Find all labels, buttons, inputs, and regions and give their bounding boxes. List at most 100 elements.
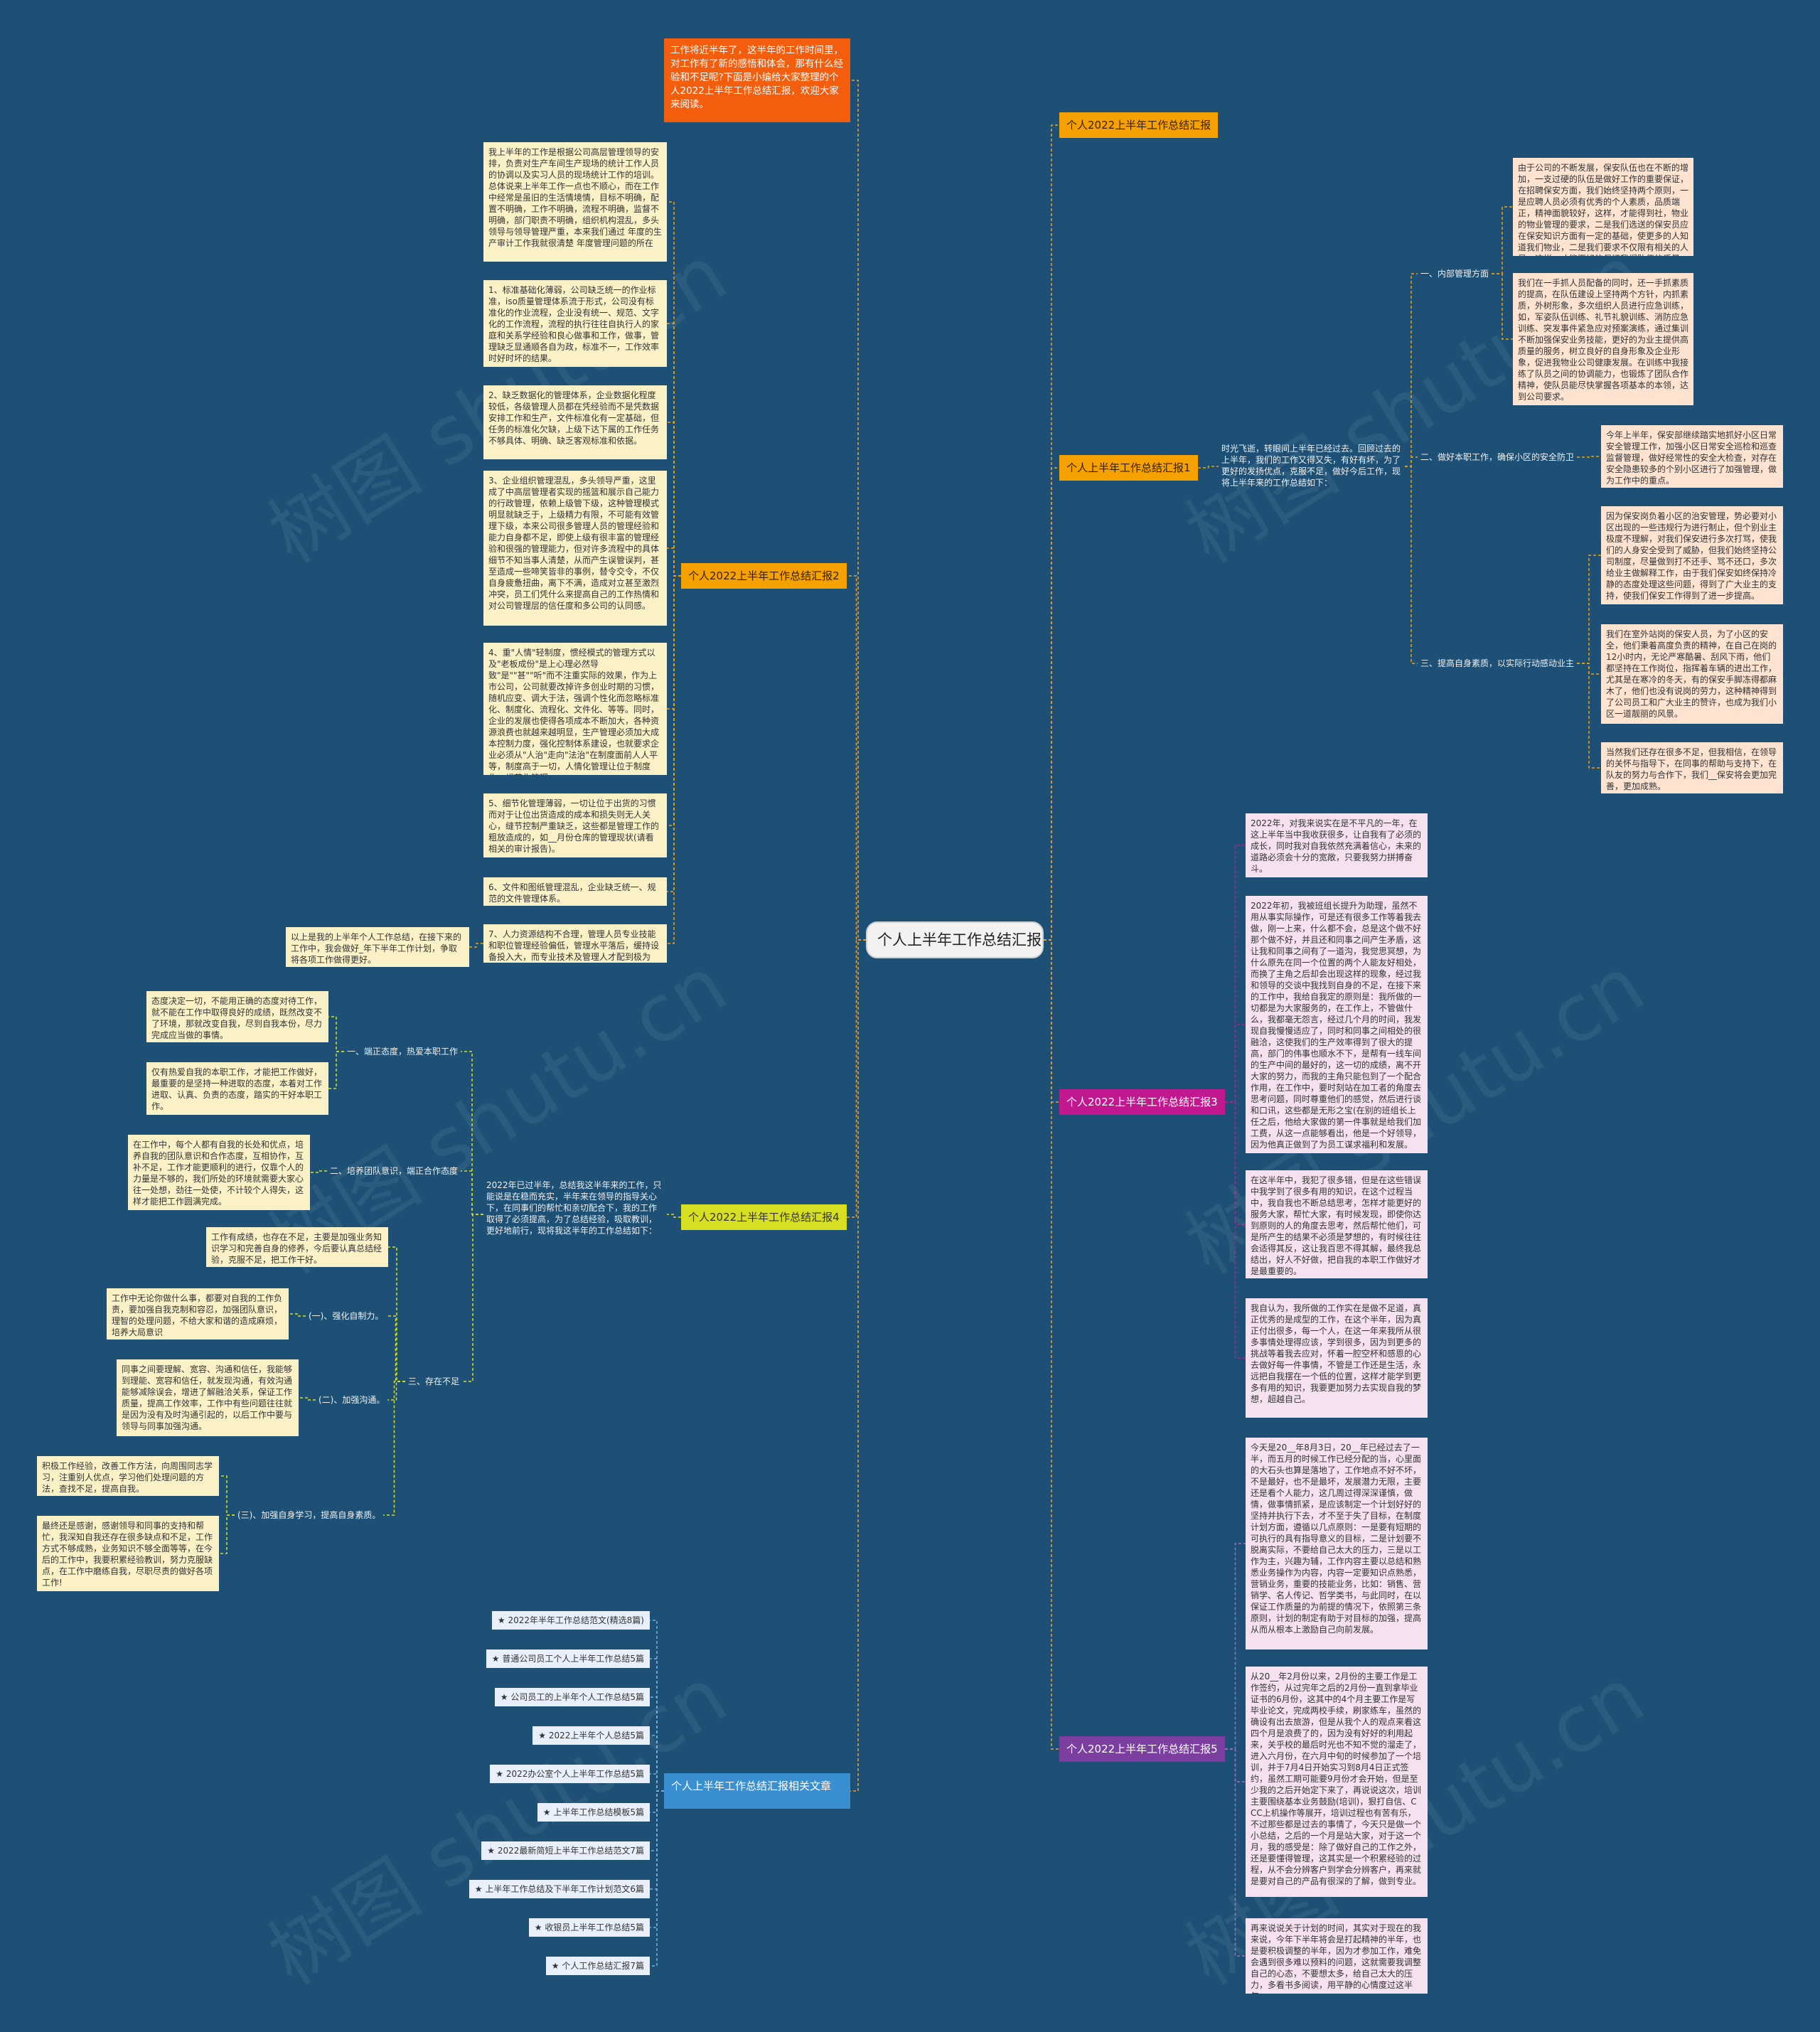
section-internal-management[interactable]: 一、内部管理方面 — [1420, 269, 1489, 279]
leaf-note: 同事之间要理解、宽容、沟通和信任，我能够到理能、宽容和信任，就发现沟通，有效沟通… — [117, 1359, 299, 1436]
related-article-link[interactable]: ★ 上半年工作总结模板5篇 — [537, 1803, 650, 1822]
connector-line — [847, 939, 866, 1218]
connector-line — [386, 1315, 405, 1382]
leaf-note: 4、重"人情"轻制度，惯经模式的管理方式以及"老板成份"是上心理必然导致"是""… — [483, 643, 667, 775]
leaf-note: 2022年初，我被班组长提升为助理，虽然不用从事实际操作，可是还有很多工作等着我… — [1246, 896, 1428, 1153]
leaf-note: 在这半年中，我犯了很多错，但是在这些错误中我学到了很多有用的知识，在这个过程当中… — [1246, 1170, 1428, 1278]
connector-line — [1405, 466, 1418, 664]
central-topic[interactable]: 个人上半年工作总结汇报 — [866, 921, 1044, 958]
leaf-note: 6、文件和图纸管理混乱，企业缺乏统一、规范的文件管理体系。 — [483, 877, 667, 906]
summary-intro-text: 时光飞逝，转眼间上半年已经过去。回顾过去的上半年，我们的工作又得又失，有好有坏，… — [1221, 444, 1401, 488]
connector-line — [299, 1397, 316, 1401]
connector-line — [328, 1051, 344, 1089]
leaf-note: 以上是我的上半年个人工作总结，在接下来的工作中，我会做好_年下半年工作计划，争取… — [286, 927, 469, 967]
connector-line — [387, 1381, 405, 1401]
connector-line — [667, 575, 681, 944]
leaf-note: 最终还是感谢，感谢领导和同事的支持和帮忙，我深知自我还存在很多缺点和不足，工作方… — [37, 1516, 219, 1591]
leaf-note: 再来说说关于计划的时间，其实对于现在的我来说，今年下半年将会是打起精神的半年，也… — [1246, 1918, 1428, 1994]
connector-line — [219, 1514, 235, 1554]
connector-line — [219, 1475, 235, 1516]
leaf-note: 3、企业组织管理混乱，多头领导严重，这里成了中高层管理者实现的摇篮和展示自己能力… — [483, 471, 667, 626]
leaf-note: 我们在室外站岗的保安人员，为了小区的安全，他们秉着高度负责的精神，在自己在岗的1… — [1601, 624, 1783, 724]
connector-line — [1577, 663, 1601, 769]
connector-line — [1225, 1101, 1246, 1359]
connector-line — [469, 943, 483, 948]
subsection-self-study[interactable]: (三)、加强自身学习，提高自身素质。 — [237, 1510, 381, 1520]
connector-line — [650, 1790, 664, 1967]
leaf-note: 在工作中，每个人都有自我的长处和优点，培养自我的团队意识和合作态度，互相协作，互… — [128, 1135, 310, 1210]
leaf-note: 2、缺乏数据化的管理体系，企业数据化程度较低，各级管理人员都在凭经验而不是凭数据… — [483, 385, 667, 459]
connector-line — [1492, 273, 1513, 340]
section-security-duty[interactable]: 二、做好本职工作，确保小区的安全防卫 — [1420, 452, 1575, 462]
leaf-note: 工作有成绩，也存在不足，主要是加强业务知识学习和完善自身的修养，今后要认真总结经… — [206, 1227, 388, 1267]
leaf-note: 工作中无论你做什么事，都要对自我的工作负责，要加强自我克制和容忍，加强团队意识，… — [107, 1288, 289, 1339]
branch-summary-5[interactable]: 个人2022上半年工作总结汇报5 — [1059, 1736, 1225, 1762]
section-shortcomings[interactable]: 三、存在不足 — [408, 1376, 460, 1386]
connector-line — [383, 1381, 405, 1516]
section-attitude[interactable]: 一、端正态度，热爱本职工作 — [347, 1047, 459, 1057]
connector-line — [667, 422, 681, 577]
leaf-note: 7、人力资源结构不合理，管理人员专业技能和职位管理经验偏低，管理水平落后，缓持设… — [483, 924, 667, 963]
connector-line — [650, 1696, 664, 1792]
related-article-link[interactable]: ★ 收银员上半年工作总结5篇 — [528, 1918, 650, 1937]
connector-line — [1044, 939, 1059, 1750]
leaf-note: 态度决定一切，不能用正确的态度对待工作，就不能在工作中取得良好的成绩，既然改变不… — [146, 991, 328, 1042]
connector-line — [462, 1214, 483, 1382]
connector-line — [1198, 466, 1219, 469]
connector-line — [650, 1735, 664, 1792]
connector-line — [847, 575, 866, 941]
leaf-note: 因为保安岗负着小区的治安管理，势必要对小区出现的一些违规行为进行制止，但个别业主… — [1601, 506, 1783, 604]
leaf-note: 我上半年的工作是根据公司高层管理领导的安排，负责对生产车间生产现场的统计工作人员… — [483, 142, 667, 262]
branch-summary-small[interactable]: 个人上半年工作总结汇报1 — [1059, 455, 1198, 481]
branch-summary-4[interactable]: 个人2022上半年工作总结汇报4 — [681, 1204, 847, 1230]
connector-line — [1225, 845, 1246, 1103]
branch-related-articles[interactable]: 个人上半年工作总结汇报相关文章 — [664, 1773, 850, 1809]
branch-summary-3[interactable]: 个人2022上半年工作总结汇报3 — [1059, 1089, 1225, 1115]
leaf-note: 积极工作经验，改善工作方法，向周围同志学习，注重别人优点，学习他们处理问题的方法… — [37, 1456, 219, 1496]
subsection-communication[interactable]: (二)、加强沟通。 — [318, 1395, 385, 1405]
connector-line — [667, 1214, 681, 1218]
related-article-link[interactable]: ★ 2022年半年工作总结范文(精选8篇) — [491, 1611, 650, 1630]
related-article-link[interactable]: ★ 公司员工的上半年个人工作总结5篇 — [494, 1688, 650, 1706]
connector-line — [850, 939, 866, 1792]
connector-line — [850, 80, 866, 941]
related-article-link[interactable]: ★ 2022办公室个人上半年工作总结5篇 — [490, 1765, 650, 1783]
related-article-link[interactable]: ★ 普通公司员工个人上半年工作总结5篇 — [486, 1649, 650, 1668]
connector-line — [1405, 456, 1418, 467]
leaf-note: 由于公司的不断发展，保安队伍也在不断的增加，一支过硬的队伍是做好工作的重要保证，… — [1513, 158, 1693, 256]
leaf-note: 今天是20__年8月3日，20__年已经过去了一半，而五月的时候工作已经分配的当… — [1246, 1438, 1428, 1649]
related-article-link[interactable]: ★ 个人工作总结汇报7篇 — [545, 1957, 650, 1975]
section-teamwork[interactable]: 二、培养团队意识，端正合作态度 — [330, 1166, 459, 1176]
leaf-note: 1、标准基础化薄弱，公司缺乏统一的作业标准，iso质量管理体系流于形式，公司没有… — [483, 280, 667, 367]
leaf-note: 我们在一手抓人员配备的同时，还一手抓素质的提高，在队伍建设上坚持两个方针，内抓素… — [1513, 273, 1693, 405]
section-self-improvement[interactable]: 三、提高自身素质，以实际行动感动业主 — [1420, 658, 1575, 668]
connector-line — [1044, 467, 1059, 941]
connector-line — [1577, 456, 1601, 458]
leaf-note: 当然我们还存在很多不足，但我相信，在领导的关怀与指导下，在同事的帮助与支持下，在… — [1601, 742, 1783, 793]
connector-line — [328, 1016, 344, 1052]
leaf-note: 今年上半年，保安部继续踏实地抓好小区日常安全管理工作，加强小区日常安全巡检和巡查… — [1601, 425, 1783, 488]
branch-summary-2[interactable]: 个人2022上半年工作总结汇报2 — [681, 563, 847, 589]
connector-line — [388, 1246, 405, 1382]
leaf-note: 仅有热爱自我的本职工作，才能把工作做好，最重要的是坚持一种进取的态度，本着对工作… — [146, 1062, 328, 1115]
related-article-link[interactable]: ★ 2022最新简短上半年工作总结范文7篇 — [481, 1841, 650, 1860]
connector-line — [1492, 206, 1513, 274]
connector-line — [650, 1773, 664, 1792]
intro-note[interactable]: 工作将近半年了，这半年的工作时间里，对工作有了新的感悟和体会，那有什么经验和不足… — [664, 38, 850, 122]
connector-line — [667, 547, 681, 577]
section4-intro-text: 2022年已过半年，总结我这半年来的工作，只能说是在稳而充实，半年来在领导的指导… — [486, 1180, 662, 1236]
connector-line — [461, 1170, 483, 1215]
branch-summary-1[interactable]: 个人2022上半年工作总结汇报 — [1059, 112, 1219, 138]
subsection-self-control[interactable]: (一)、强化自制力。 — [309, 1311, 384, 1321]
related-article-link[interactable]: ★ 上半年工作总结及下半年工作计划范文6篇 — [469, 1880, 650, 1898]
leaf-note: 5、细节化管理薄弱，一切让位于出货的习惯而对于让位出货造成的成本和损失则无人关心… — [483, 793, 667, 857]
connector-line — [1225, 1024, 1246, 1103]
connector-line — [289, 1313, 306, 1317]
connector-line — [1225, 1748, 1246, 1957]
connector-line — [1577, 555, 1601, 664]
leaf-note: 从20__年2月份以来，2月份的主要工作是工作签约，从过完年之后的2月份一直到拿… — [1246, 1667, 1428, 1897]
related-article-link[interactable]: ★ 2022上半年个人总结5篇 — [532, 1726, 650, 1745]
leaf-note: 我自认为，我所做的工作实在是做不足道，真正优秀的是成型的工作，在这个半年，因为真… — [1246, 1298, 1428, 1418]
